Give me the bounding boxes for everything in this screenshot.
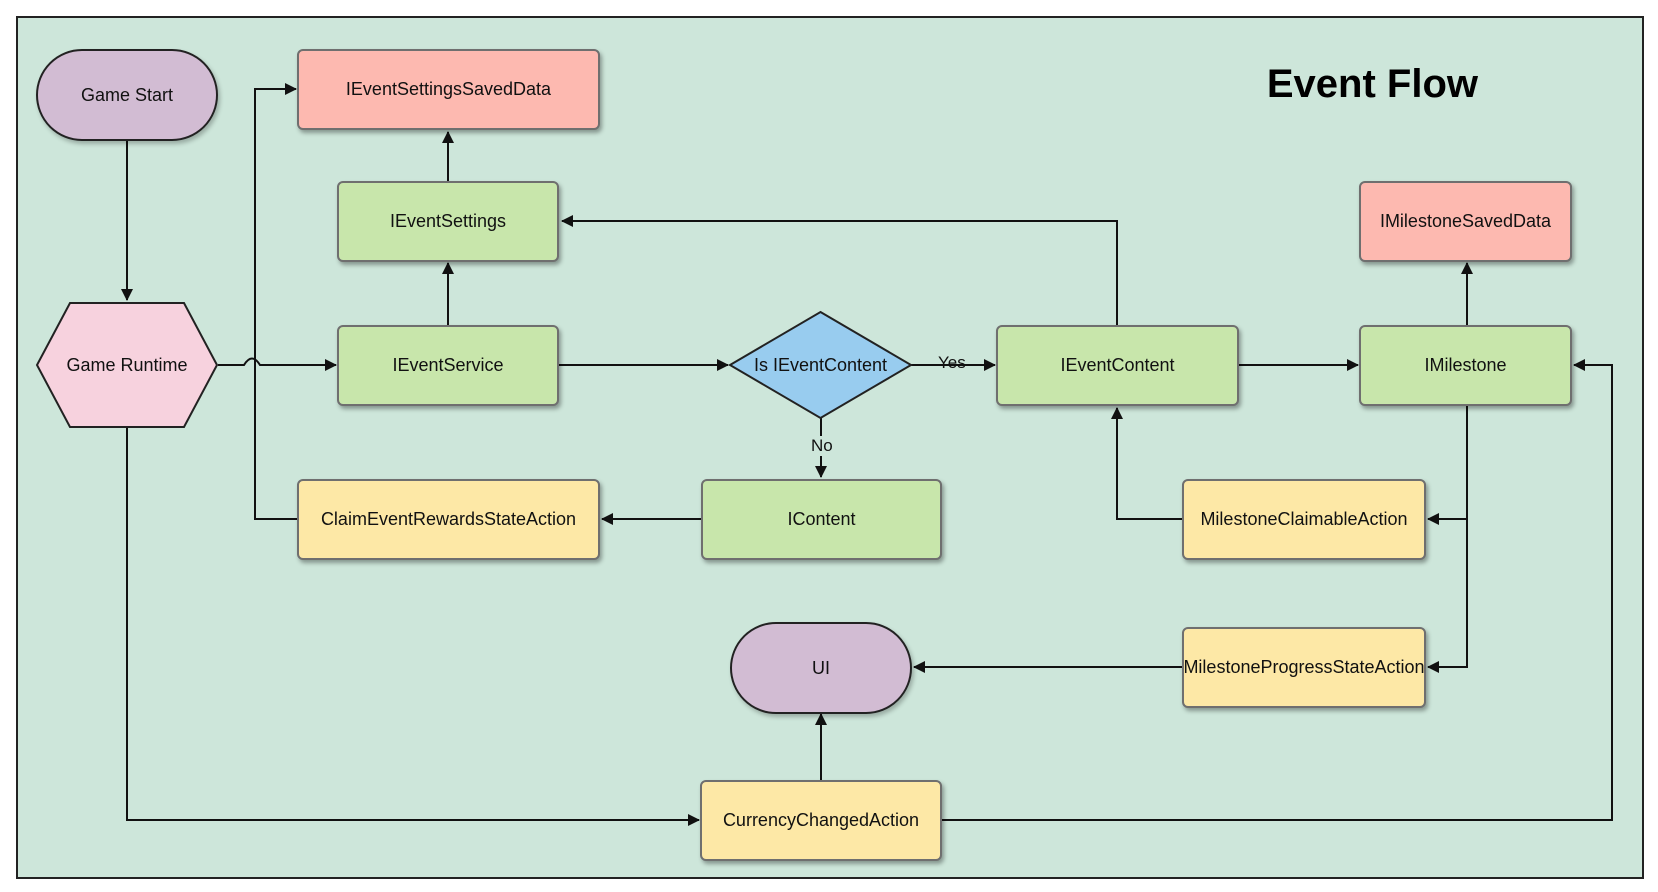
ievent-content-label: IEventContent xyxy=(1060,355,1175,375)
edge-milestone-to-progress xyxy=(1427,519,1468,673)
edge-currency-to-milestone xyxy=(942,359,1613,821)
ievent-settings-label: IEventSettings xyxy=(389,211,507,231)
edge-claimable-to-eventcontent xyxy=(1111,407,1182,520)
edge-eventcontent-to-settings xyxy=(561,215,1118,325)
ievent-service-label: IEventService xyxy=(392,355,504,375)
imilestone-saved-data-box: IMilestoneSavedData xyxy=(1359,181,1572,262)
edge-claimaction-to-saveddata xyxy=(254,83,297,520)
milestone-progress-state-action-label: MilestoneProgressStateAction xyxy=(1183,657,1425,677)
milestone-claimable-action-box: MilestoneClaimableAction xyxy=(1182,479,1426,560)
diagram-title: Event Flow xyxy=(1266,62,1478,106)
ievent-service-box: IEventService xyxy=(337,325,559,406)
ievent-settings-saved-data-label: IEventSettingsSavedData xyxy=(345,79,552,99)
icontent-box: IContent xyxy=(701,479,942,560)
icontent-label: IContent xyxy=(787,509,856,529)
ui-terminal: UI xyxy=(730,622,912,714)
edge-milestone-to-claimable xyxy=(1427,405,1468,525)
imilestone-saved-data-label: IMilestoneSavedData xyxy=(1379,211,1552,231)
milestone-claimable-action-label: MilestoneClaimableAction xyxy=(1200,509,1408,529)
imilestone-label: IMilestone xyxy=(1424,355,1507,375)
ievent-settings-box: IEventSettings xyxy=(337,181,559,262)
currency-changed-action-label: CurrencyChangedAction xyxy=(722,810,920,830)
game-start-label: Game Start xyxy=(80,84,174,105)
edge-runtime-to-eventservice xyxy=(218,357,337,371)
edge-label-yes: Yes xyxy=(938,353,966,372)
milestone-progress-state-action-box: MilestoneProgressStateAction xyxy=(1182,627,1426,708)
game-runtime-hexagon xyxy=(35,302,219,428)
ievent-content-box: IEventContent xyxy=(996,325,1239,406)
edge-label-no: No xyxy=(809,436,835,456)
claim-event-rewards-state-action-box: ClaimEventRewardsStateAction xyxy=(297,479,600,560)
ui-label: UI xyxy=(812,657,830,678)
currency-changed-action-box: CurrencyChangedAction xyxy=(700,780,942,861)
game-runtime-label: Game Runtime xyxy=(66,354,188,375)
claim-event-rewards-state-action-label: ClaimEventRewardsStateAction xyxy=(320,509,577,529)
is-ievent-content-decision xyxy=(728,310,913,420)
ievent-settings-saved-data-box: IEventSettingsSavedData xyxy=(297,49,600,130)
imilestone-box: IMilestone xyxy=(1359,325,1572,406)
game-start-terminal: Game Start xyxy=(36,49,218,141)
is-ievent-content-label: Is IEventContent xyxy=(753,354,888,375)
edge-runtime-to-currency xyxy=(126,428,700,826)
